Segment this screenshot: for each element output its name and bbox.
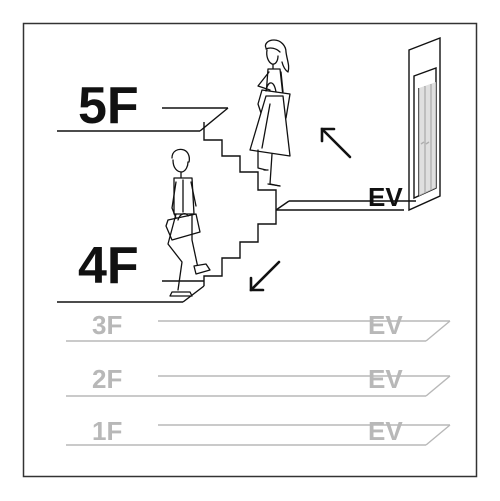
floor-3f-row: 3F EV [66,310,451,342]
down-left-arrow-icon [249,260,281,292]
ev-label-current: EV [368,182,403,212]
staircase [203,122,416,286]
floor-label-3f: 3F [92,310,122,340]
floor-label-4f: 4F [78,237,139,295]
man-descending-stairs-icon [165,148,211,297]
diagram-frame [22,22,478,478]
woman-climbing-stairs-icon [249,39,291,187]
ev-label-3f: EV [368,310,403,340]
floor-label-2f: 2F [92,364,122,394]
ev-label-1f: EV [368,416,403,446]
floor-2f-row: 2F EV [66,364,451,397]
up-left-arrow-icon [320,127,352,159]
floor-4f-platform [57,280,205,303]
floor-label-5f: 5F [78,77,139,135]
ev-label-2f: EV [368,364,403,394]
floor-label-1f: 1F [92,416,122,446]
elevator-doors [419,82,436,196]
floor-1f-row: 1F EV [66,416,451,446]
